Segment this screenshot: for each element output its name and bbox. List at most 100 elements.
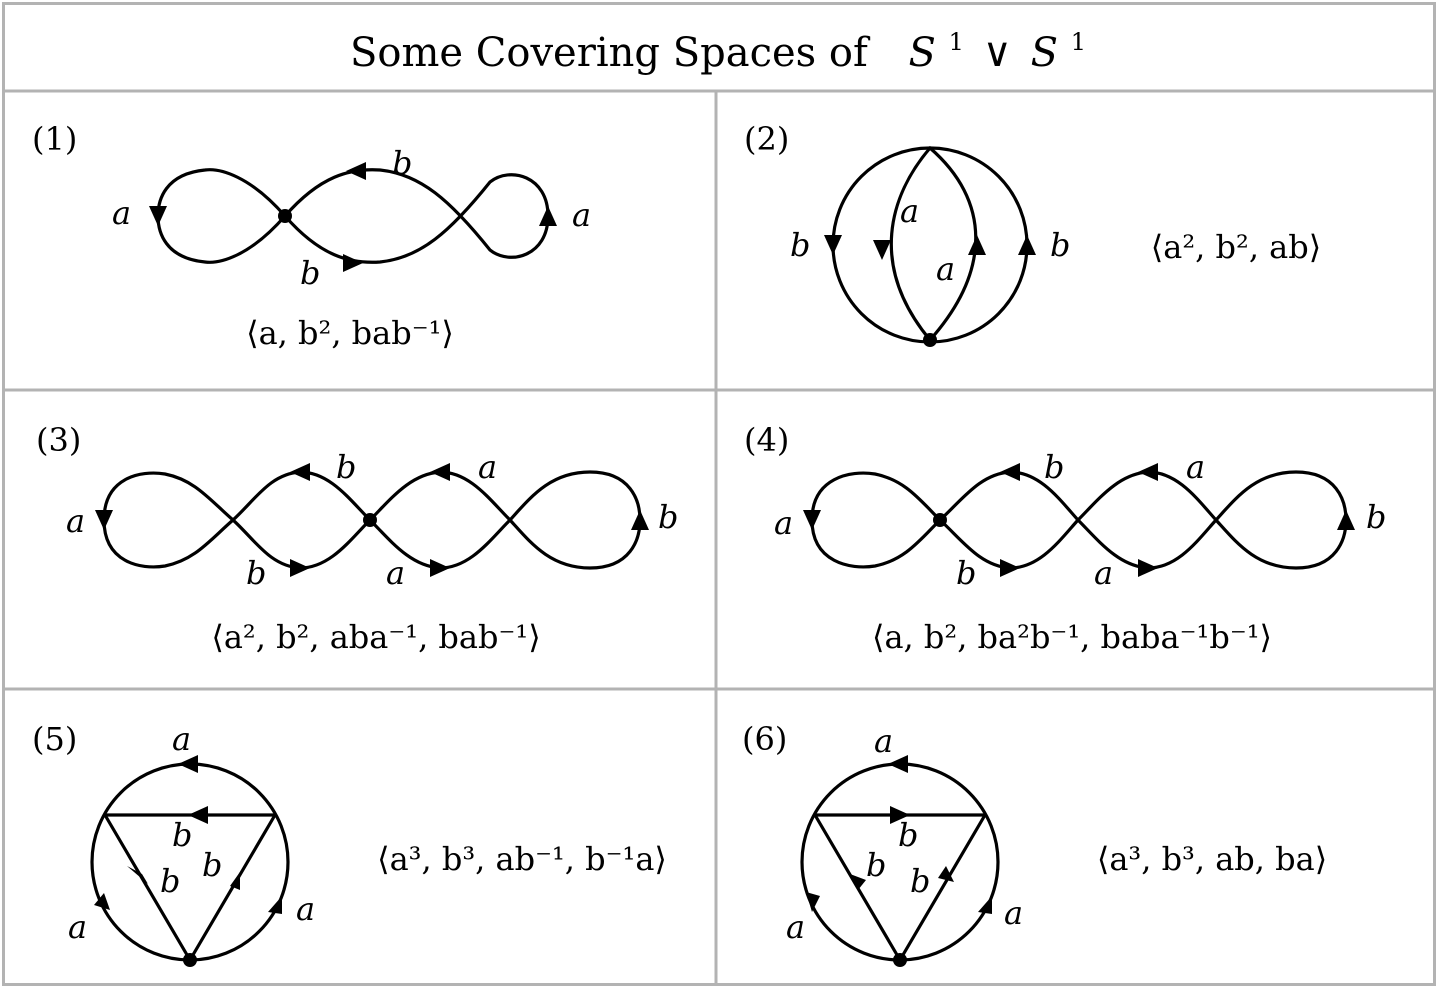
arrow <box>95 510 113 530</box>
edge-label: b <box>202 846 222 884</box>
triangle-right <box>898 813 987 962</box>
outer-circle <box>90 762 290 962</box>
title-text: Some Covering Spaces of <box>350 30 871 76</box>
subgroup-presentation: ⟨a², b², aba⁻¹, bab⁻¹⟩ <box>211 618 540 656</box>
edge-label: b <box>336 448 356 486</box>
basepoint <box>933 513 947 527</box>
edge-label: a <box>1004 894 1023 932</box>
title-space-s2: S <box>1031 30 1058 76</box>
subgroup-presentation: ⟨a³, b³, ab⁻¹, b⁻¹a⟩ <box>377 840 667 878</box>
arrow <box>873 240 891 260</box>
edge-label: a <box>386 554 405 592</box>
edge-label: b <box>866 846 886 884</box>
edge-label: b <box>1050 226 1070 264</box>
arrow <box>1000 463 1020 481</box>
panel-number: (1) <box>32 120 77 158</box>
inner-arc-left <box>889 146 932 342</box>
edge-label: b <box>1044 448 1064 486</box>
arrow <box>1000 559 1020 577</box>
panel-3: (3) a b b a a b ⟨a², b², aba⁻¹, bab⁻¹⟩ <box>36 421 678 656</box>
title-exp2: 1 <box>1071 28 1086 56</box>
arrow <box>127 866 148 884</box>
loop-left-a <box>156 168 287 264</box>
basepoint <box>183 953 197 967</box>
title-wedge: ∨ <box>983 30 1012 76</box>
arrow <box>850 874 866 890</box>
arrow <box>978 896 992 914</box>
edge-label: a <box>874 722 893 760</box>
arrow <box>1138 559 1158 577</box>
panel-number: (2) <box>744 120 789 158</box>
arrow <box>268 896 282 914</box>
basepoint <box>923 333 937 347</box>
panel-1: (1) a b b a ⟨a, b², bab⁻¹⟩ <box>32 120 591 352</box>
panel-2: (2) b a a b ⟨a², b², ab⟩ <box>744 120 1321 347</box>
arrow <box>94 893 110 910</box>
subgroup-presentation: ⟨a, b², ba²b⁻¹, baba⁻¹b⁻¹⟩ <box>872 618 1272 656</box>
edge-label: b <box>898 816 918 854</box>
arrow <box>1138 463 1158 481</box>
edge-label: a <box>66 502 85 540</box>
basepoint <box>893 953 907 967</box>
edge-label: b <box>1366 498 1386 536</box>
edge-label: a <box>1094 554 1113 592</box>
arrow <box>888 755 908 773</box>
edge-label: b <box>246 554 266 592</box>
edge-label: a <box>936 250 955 288</box>
subgroup-presentation: ⟨a³, b³, ab, ba⟩ <box>1097 840 1327 878</box>
arrow <box>803 510 821 530</box>
arrow <box>290 559 310 577</box>
title-space-s: S <box>909 30 936 76</box>
edge-label: a <box>296 890 315 928</box>
subgroup-presentation: ⟨a², b², ab⟩ <box>1151 228 1321 266</box>
edge-label: a <box>172 720 191 758</box>
panel-number: (5) <box>32 720 77 758</box>
edge-label: b <box>658 498 678 536</box>
edge-label: a <box>112 194 131 232</box>
table-title: Some Covering Spaces of S 1 ∨ S 1 <box>350 14 1086 76</box>
edge-label: b <box>172 816 192 854</box>
arrow <box>824 235 842 255</box>
inner-arc-right <box>928 146 978 342</box>
arrow <box>430 559 450 577</box>
edge-label: b <box>392 144 412 182</box>
arrow <box>430 463 450 481</box>
basepoint <box>363 513 377 527</box>
arrow <box>188 806 208 824</box>
basepoint <box>278 209 292 223</box>
arrow <box>230 872 240 890</box>
chain-strand-lower <box>810 470 1348 570</box>
arrow <box>631 510 649 530</box>
title-exp: 1 <box>949 28 964 56</box>
edge-label: b <box>790 226 810 264</box>
edge-label: a <box>1186 448 1205 486</box>
panel-4: (4) a b b a a b ⟨a, b², ba²b⁻¹, baba⁻¹b⁻… <box>744 421 1386 656</box>
edge-label: a <box>68 908 87 946</box>
outer-circle <box>800 762 1000 962</box>
arrow <box>290 463 310 481</box>
edge-label: a <box>478 448 497 486</box>
panel-number: (4) <box>744 421 789 459</box>
subgroup-presentation: ⟨a, b², bab⁻¹⟩ <box>246 314 454 352</box>
arrow <box>938 866 954 882</box>
panel-6: (6) a b b b a a ⟨a³, b³, ab, ba⟩ <box>742 720 1327 967</box>
edge-label: b <box>300 254 320 292</box>
edge-label: a <box>786 908 805 946</box>
arrow <box>1018 235 1036 255</box>
edge-label: b <box>160 862 180 900</box>
figure-eight-strand-top <box>283 168 550 264</box>
edge-label: a <box>572 196 591 234</box>
arrow <box>968 235 986 255</box>
panel-number: (6) <box>742 720 787 758</box>
edge-label: a <box>774 504 793 542</box>
arrow <box>1337 510 1355 530</box>
edge-label: b <box>956 554 976 592</box>
arrow <box>343 254 363 272</box>
arrow <box>346 162 366 180</box>
triangle-left <box>103 813 192 962</box>
arrow <box>890 806 910 824</box>
panel-number: (3) <box>36 421 81 459</box>
edge-label: a <box>900 192 919 230</box>
